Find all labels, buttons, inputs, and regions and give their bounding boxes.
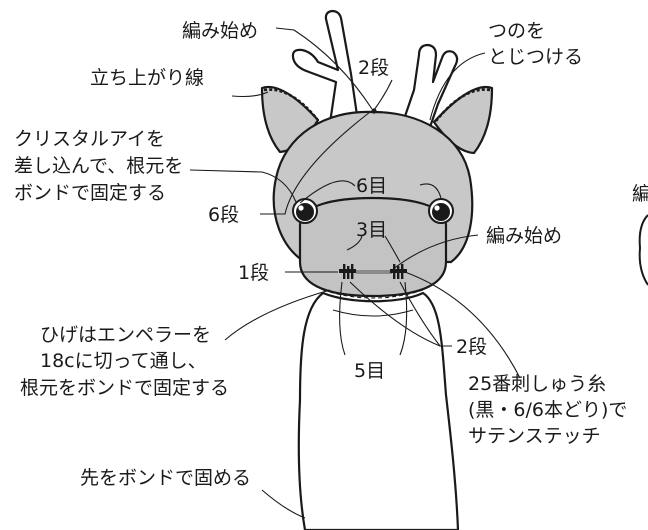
whisker-right <box>390 264 407 279</box>
label-me3: 3目 <box>356 219 387 241</box>
leader-lines <box>189 27 521 519</box>
muzzle <box>298 196 448 299</box>
label-amihajime-top: 編み始め <box>182 20 258 42</box>
label-dan2-bottom: 2段 <box>456 336 487 358</box>
label-thread-1: 25番刺しゅう糸 <box>468 373 606 395</box>
label-dan2-top: 2段 <box>358 57 389 79</box>
neck-body <box>297 291 460 530</box>
eye-left <box>292 198 318 224</box>
cut-label: 編 <box>632 183 648 205</box>
label-tsuno-1: つのを <box>488 20 545 42</box>
labels: 編み始め つのを とじつける 立ち上がり線 2段 クリスタルアイを 差し込んで、… <box>14 20 627 489</box>
label-hige-2: 18cに切って通し、 <box>40 350 207 372</box>
cropped-next-diagram: 編 <box>632 183 648 286</box>
label-tip: 先をボンドで固める <box>80 467 251 489</box>
label-thread-2: (黒・6/6本どり)で <box>468 399 627 421</box>
label-tachiagari: 立ち上がり線 <box>90 67 204 89</box>
whisker-left <box>339 264 356 279</box>
label-eye-3: ボンドで固定する <box>14 182 166 204</box>
label-hige-1: ひげはエンペラーを <box>40 324 211 346</box>
antler-right <box>400 43 459 129</box>
label-hige-3: 根元をボンドで固定する <box>20 377 229 399</box>
label-me6: 6目 <box>356 175 387 197</box>
label-me5: 5目 <box>354 360 385 382</box>
label-tsuno-2: とじつける <box>488 46 583 68</box>
antler-left <box>291 9 360 125</box>
label-thread-3: サテンステッチ <box>468 425 601 447</box>
label-amihajime-muzzle: 編み始め <box>486 225 562 247</box>
eye-right <box>428 198 454 224</box>
label-dan1: 1段 <box>238 262 269 284</box>
label-dan6: 6段 <box>208 204 239 226</box>
label-eye-2: 差し込んで、根元を <box>14 155 183 177</box>
label-eye-1: クリスタルアイを <box>14 128 165 150</box>
nose-stitch <box>339 264 407 279</box>
start-dot <box>371 108 377 114</box>
